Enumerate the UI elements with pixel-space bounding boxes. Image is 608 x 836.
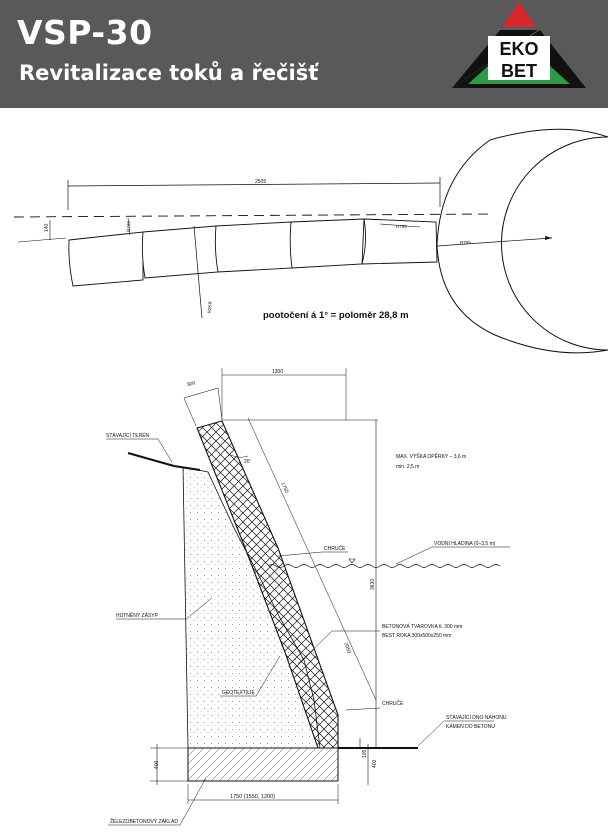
cross-section-view: 300 1300 3630 1750 2050 20' 400 400 105 …: [106, 368, 510, 826]
plan-dim-length: 2505: [255, 179, 266, 185]
label-chruce-top: CHRUČE: [324, 545, 346, 552]
logo-red-triangle: [502, 2, 536, 27]
plan-block-3: [214, 221, 293, 273]
section-dim-found-left: 400: [154, 760, 160, 769]
plan-caption: pootočení á 1° = poloměr 28,8 m: [263, 310, 409, 321]
section-dim-height: 3630: [370, 579, 376, 590]
label-bottom-1: STÁVAJÍCÍ DNO NÁHONU: [446, 714, 507, 721]
water-level-line: [267, 564, 501, 568]
label-block-1: BETONOVÁ TVAROVKA tl. 300 mm: [382, 623, 462, 630]
section-dim-found-right: 400: [372, 759, 378, 768]
label-terrain: STÁVAJÍCÍ TERÉN: [106, 432, 150, 439]
plan-dim-offset: 140: [44, 223, 50, 232]
label-bottom-2: KÁMEN DO BETONU: [446, 723, 495, 730]
foundation: [187, 747, 339, 782]
header-band: VSP-30 Revitalizace toků a řečišť EKO BE…: [0, 0, 608, 108]
plan-block-4: [289, 218, 365, 269]
label-block-2: BEST ROKA 300x500x250 mm: [382, 633, 451, 639]
logo-text-bottom: BET: [501, 61, 537, 81]
label-max-height: MAX. VÝŠKA OPĚRKY – 3,6 m: [396, 452, 466, 460]
section-dim-angle: 20': [244, 459, 251, 465]
section-dim-slope1: 1750: [279, 482, 289, 495]
label-foundation: ŽELEZOBETONOVÝ ZÁKLAD: [110, 817, 178, 825]
plan-dim-r1: R743: [126, 221, 132, 233]
terrain-line: [127, 452, 201, 471]
section-dim-base: 1750 (1550, 1200): [230, 794, 275, 800]
label-min-height: min. 2,5 m: [396, 464, 419, 470]
plan-block-5: [361, 218, 438, 265]
section-dim-small: 105: [362, 749, 368, 758]
plan-dim-r3: R755: [460, 240, 471, 245]
page-title: VSP-30: [17, 13, 153, 52]
plan-dim-r4: R28.8: [207, 301, 213, 314]
label-fill: HUTNĚNÝ ZÁSYP: [116, 611, 159, 619]
reference-line: [13, 213, 491, 218]
label-geotextile: GEOTEXTILIE: [222, 690, 255, 696]
section-dim-top: 1300: [272, 369, 283, 375]
label-water: VODNÍ HLADINA (0–3,5 m): [434, 540, 496, 547]
plan-dim-r2: R755: [396, 224, 407, 229]
page-subtitle: Revitalizace toků a řečišť: [19, 61, 319, 85]
plan-block-1: [68, 231, 144, 287]
section-dim-slope2: 2050: [342, 642, 352, 655]
section-dim-block: 300: [186, 380, 196, 388]
plan-block-2: [141, 225, 219, 279]
logo-text-top: EKO: [499, 39, 538, 59]
plan-view: 2505 140 R743 R28.8 R755 R755 pootočení …: [13, 128, 608, 354]
label-chruce-bottom: CHRUČE: [382, 700, 404, 707]
ekobet-logo: EKO BET: [452, 2, 586, 88]
